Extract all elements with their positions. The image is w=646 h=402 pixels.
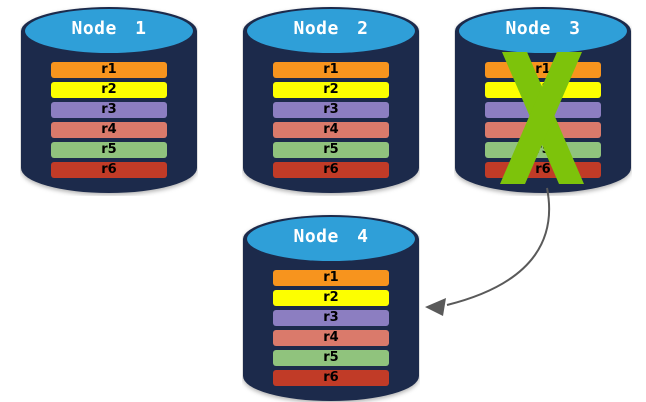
arrowhead-icon xyxy=(425,298,446,316)
node-1-row-stack: r1 r2 r3 r4 r5 r6 xyxy=(51,62,167,182)
node-4-row-stack: r1 r2 r3 r4 r5 r6 xyxy=(273,270,389,390)
row-r3: r3 xyxy=(51,102,167,118)
row-r3: r3 xyxy=(273,310,389,326)
node-1-title: Node 1 xyxy=(71,18,147,39)
failure-x-icon xyxy=(500,52,584,184)
row-r3: r3 xyxy=(273,102,389,118)
row-r6: r6 xyxy=(273,370,389,386)
row-r5: r5 xyxy=(273,350,389,366)
row-r4: r4 xyxy=(273,330,389,346)
row-r1: r1 xyxy=(51,62,167,78)
row-r6: r6 xyxy=(273,162,389,178)
row-r4: r4 xyxy=(51,122,167,138)
row-r2: r2 xyxy=(273,290,389,306)
node-2-row-stack: r1 r2 r3 r4 r5 r6 xyxy=(273,62,389,182)
row-r4: r4 xyxy=(273,122,389,138)
node-4-title: Node 4 xyxy=(293,226,369,247)
row-r1: r1 xyxy=(273,62,389,78)
replication-arrow xyxy=(425,187,551,316)
row-r1: r1 xyxy=(273,270,389,286)
node-3-title: Node 3 xyxy=(505,18,581,39)
row-r6: r6 xyxy=(51,162,167,178)
node-4: Node 4 r1 r2 r3 r4 r5 r6 xyxy=(242,212,420,402)
row-r5: r5 xyxy=(273,142,389,158)
row-r2: r2 xyxy=(273,82,389,98)
node-2: Node 2 r1 r2 r3 r4 r5 r6 xyxy=(242,4,420,196)
row-r5: r5 xyxy=(51,142,167,158)
node-2-title: Node 2 xyxy=(293,18,369,39)
node-1: Node 1 r1 r2 r3 r4 r5 r6 xyxy=(20,4,198,196)
row-r2: r2 xyxy=(51,82,167,98)
